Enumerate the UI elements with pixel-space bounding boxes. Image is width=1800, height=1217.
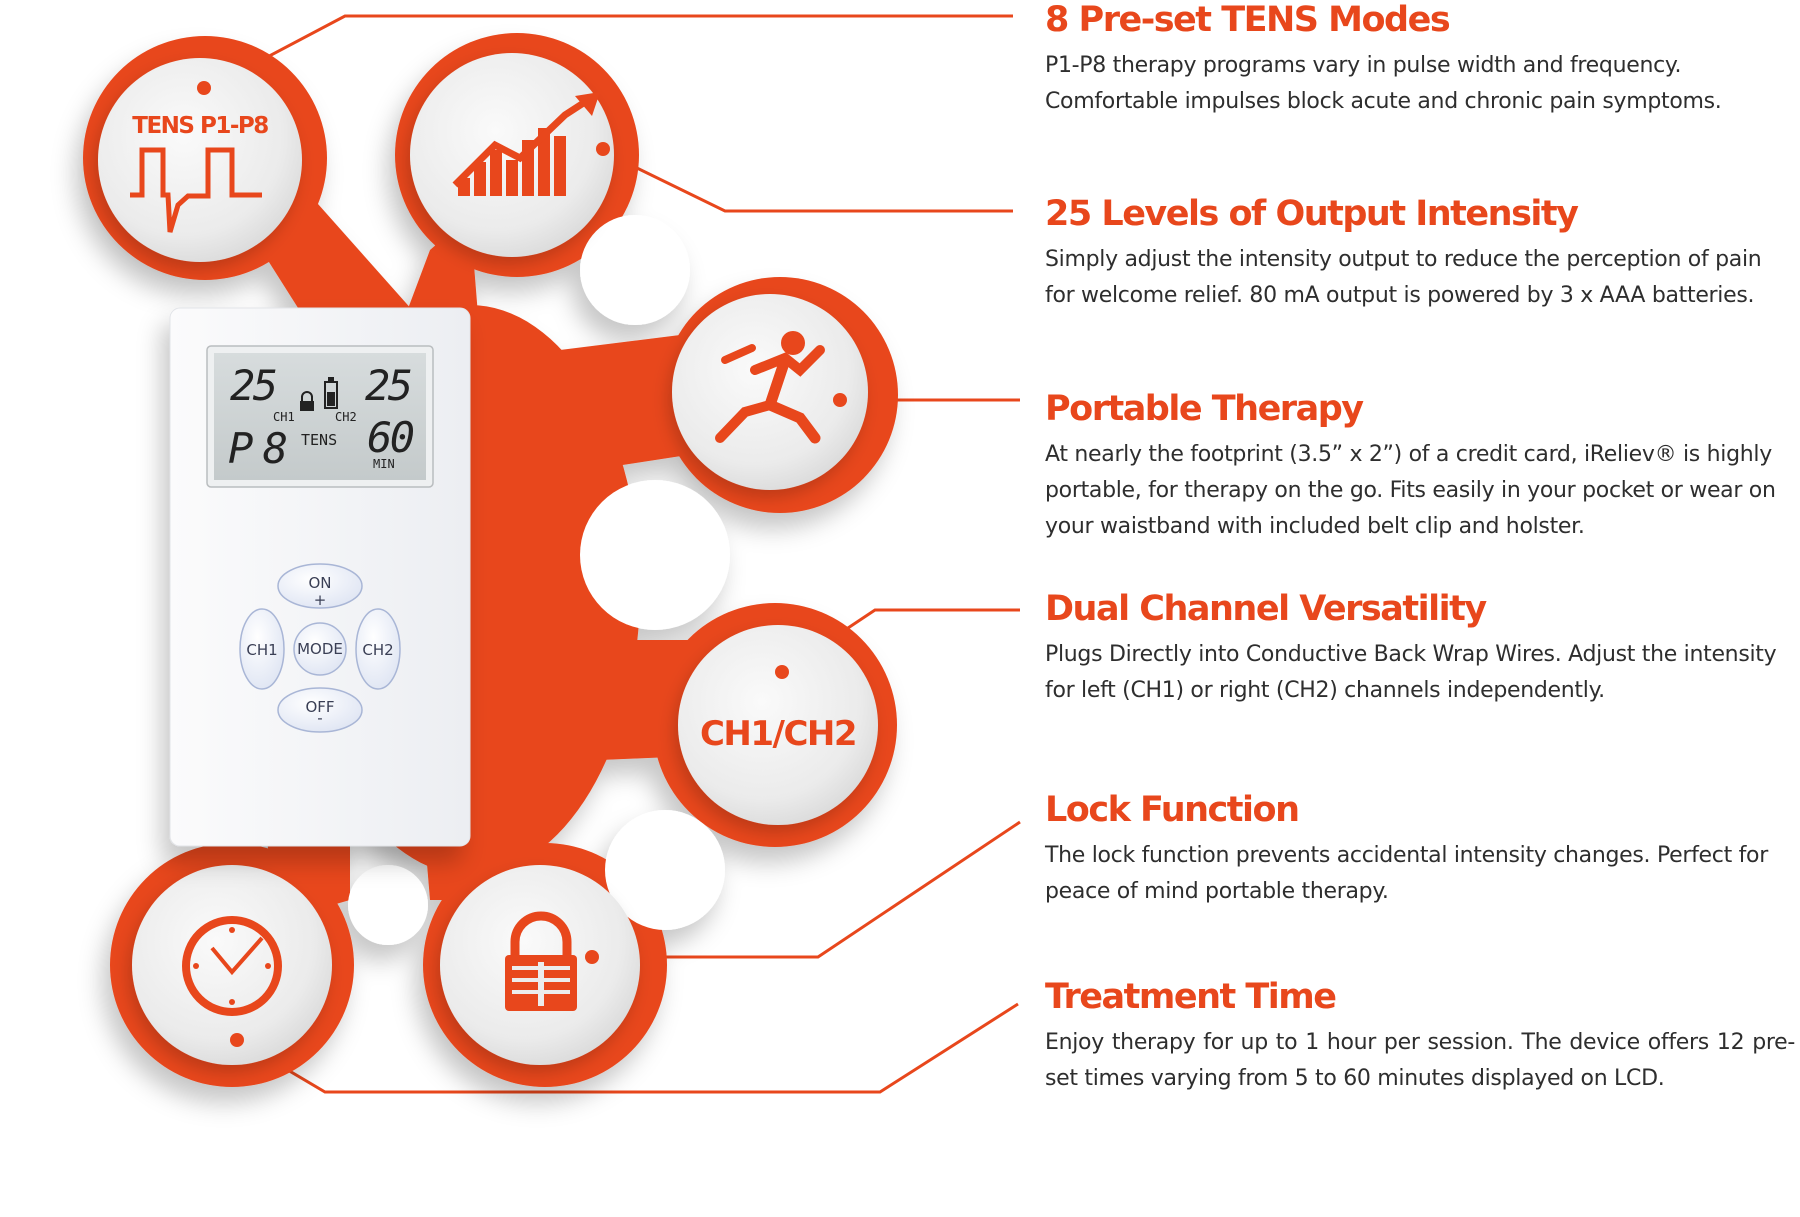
bubble-channels — [678, 625, 878, 825]
feature-output-intensity: 25 Levels of Output Intensity Simply adj… — [1045, 194, 1795, 314]
off-label: OFF — [305, 698, 334, 716]
lcd-battery-icon — [324, 377, 338, 409]
ch2-button[interactable]: CH2 — [355, 608, 401, 690]
on-label: ON — [308, 574, 331, 592]
lcd-mode: TENS — [301, 431, 337, 449]
lcd-program: P 8 — [228, 424, 288, 473]
feature-title: Treatment Time — [1045, 977, 1337, 1017]
bubble-tens-title: TENS P1-P8 — [132, 113, 268, 139]
lcd-screen: 25 25 CH1 CH2 P 8 TENS 60 MIN — [206, 345, 434, 488]
running-person-icon — [715, 331, 825, 444]
feature-description: Simply adjust the intensity output to re… — [1045, 247, 1762, 308]
feature-dual-channel: Dual Channel Versatility Plugs Directly … — [1045, 589, 1795, 709]
lcd-time: 60 — [367, 413, 415, 462]
feature-title: Dual Channel Versatility — [1045, 589, 1487, 629]
off-minus-button[interactable]: OFF - — [277, 687, 363, 733]
lcd-ch2-level: 25 — [365, 361, 413, 410]
leader-line-intensity — [599, 148, 1013, 213]
ch2-label: CH2 — [362, 641, 393, 659]
bubble-tens — [98, 58, 302, 262]
feature-title: 8 Pre-set TENS Modes — [1045, 0, 1451, 40]
bubble-timer — [132, 865, 332, 1065]
lcd-lock-icon — [300, 391, 314, 411]
mode-label: MODE — [297, 640, 343, 658]
mode-button[interactable]: MODE — [293, 622, 347, 676]
feature-title: Lock Function — [1045, 790, 1300, 830]
lcd-ch1-level: 25 — [230, 361, 278, 410]
feature-description: Plugs Directly into Conductive Back Wrap… — [1045, 642, 1777, 703]
feature-description: The lock function prevents accidental in… — [1045, 843, 1768, 904]
feature-description: At nearly the footprint (3.5” x 2”) of a… — [1045, 442, 1776, 539]
rising-bar-chart-icon — [452, 92, 600, 196]
lcd-time-unit: MIN — [373, 457, 395, 471]
control-pad: ON + OFF - CH1 CH2 MODE — [239, 563, 401, 733]
feature-description: P1-P8 therapy programs vary in pulse wid… — [1045, 53, 1722, 114]
ch1-label: CH1 — [246, 641, 277, 659]
ch1-button[interactable]: CH1 — [239, 608, 285, 690]
padlock-icon — [505, 911, 577, 1011]
on-plus-button[interactable]: ON + — [277, 563, 363, 610]
clock-icon — [182, 916, 282, 1016]
plus-label: + — [314, 591, 327, 609]
feature-title: 25 Levels of Output Intensity — [1045, 194, 1579, 234]
lcd-ch1-label: CH1 — [273, 410, 295, 424]
minus-label: - — [317, 709, 322, 727]
leader-line-lock — [592, 820, 1021, 959]
feature-title: Portable Therapy — [1045, 389, 1364, 429]
feature-tens-modes: 8 Pre-set TENS Modes P1-P8 therapy progr… — [1045, 0, 1795, 120]
bubble-channels-title: CH1/CH2 — [700, 714, 856, 754]
feature-treatment-time: Treatment Time Enjoy therapy for up to 1… — [1045, 977, 1795, 1097]
feature-portable-therapy: Portable Therapy At nearly the footprint… — [1045, 389, 1795, 545]
pulse-waveform-icon — [130, 147, 262, 233]
feature-lock-function: Lock Function The lock function prevents… — [1045, 790, 1795, 910]
feature-description: Enjoy therapy for up to 1 hour per sessi… — [1045, 1030, 1795, 1091]
lcd-ch2-label: CH2 — [335, 410, 357, 424]
